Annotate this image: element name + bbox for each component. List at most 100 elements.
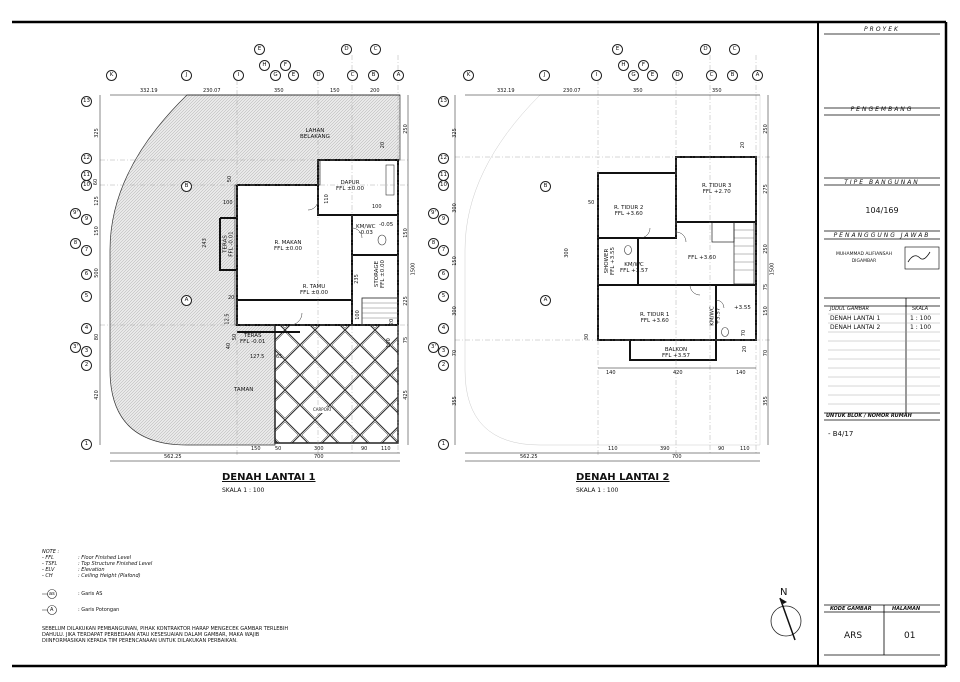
dim: 250 bbox=[762, 244, 769, 254]
dim: 200 bbox=[370, 88, 380, 94]
grid-bubble: B bbox=[727, 70, 738, 81]
dim: 40 bbox=[226, 342, 233, 350]
dim: 100 bbox=[223, 200, 233, 206]
section-mark: E bbox=[612, 44, 623, 55]
grid-bubble: 7 bbox=[81, 245, 92, 256]
dim: 300 bbox=[563, 248, 570, 258]
dim: 65 bbox=[276, 354, 283, 360]
plan1-kitchen-counter bbox=[385, 164, 395, 196]
grid-bubble: J bbox=[539, 70, 550, 81]
grid-bubble: F bbox=[638, 60, 649, 71]
tb-tipe-label: TIPE BANGUNAN bbox=[844, 179, 920, 186]
tb-row-skala: 1 : 100 bbox=[910, 324, 932, 331]
section-mark: D bbox=[341, 44, 352, 55]
dim: 355 bbox=[762, 396, 769, 406]
dim: 70 bbox=[741, 329, 748, 337]
note-row: - CH: Ceiling Height (Plafond) bbox=[42, 573, 141, 579]
tb-pengembang-label: PENGEMBANG bbox=[850, 106, 914, 113]
tb-penanggung-label: PENANGGUNG JAWAB bbox=[833, 232, 931, 239]
dim: 75 bbox=[403, 336, 410, 344]
note-row: - TSFL: Top Structure Finished Level bbox=[42, 561, 153, 567]
dim: 332.19 bbox=[140, 88, 158, 94]
dim: 150 bbox=[762, 306, 769, 316]
grid-bubble: 9' bbox=[428, 208, 439, 219]
grid-bubble: K bbox=[463, 70, 474, 81]
dim: 20 bbox=[380, 141, 387, 149]
grid-bubble: I bbox=[591, 70, 602, 81]
dim: 90 bbox=[361, 446, 368, 452]
dim: 1500 bbox=[410, 262, 417, 276]
tb-blok-label: UNTUK BLOK / NOMOR RUMAH bbox=[826, 413, 912, 419]
room-kmwc: KM/WC-0.03 bbox=[356, 224, 376, 236]
tb-halaman-value: 01 bbox=[904, 631, 916, 641]
plan-2 bbox=[454, 55, 770, 462]
grid-bubble: 5 bbox=[438, 291, 449, 302]
dim: 250 bbox=[762, 124, 769, 134]
dim: 50 bbox=[232, 333, 239, 341]
dim: 230.07 bbox=[563, 88, 581, 94]
tb-halaman-label: HALAMAN bbox=[892, 606, 921, 612]
dim: 30 bbox=[584, 333, 591, 341]
dim: 1500 bbox=[769, 262, 776, 276]
dim: 275 bbox=[762, 184, 769, 194]
plan1-scale: SKALA 1 : 100 bbox=[222, 487, 265, 494]
notes-header: NOTE : bbox=[42, 549, 60, 555]
dim: 50 bbox=[227, 175, 234, 183]
grid-bubble: C bbox=[706, 70, 717, 81]
kmwc3-level: +3.55 bbox=[734, 305, 751, 311]
note-row: - FFL: Floor Finished Level bbox=[42, 555, 132, 561]
dim: 355 bbox=[451, 396, 458, 406]
grid-bubble: A bbox=[393, 70, 404, 81]
dim: 562.25 bbox=[520, 454, 538, 460]
room-carport: CARPORT bbox=[313, 407, 332, 413]
grid-bubble: 9 bbox=[81, 214, 92, 225]
dim: 700 bbox=[672, 454, 682, 460]
plan2-walls bbox=[597, 156, 757, 361]
dim: 230.07 bbox=[203, 88, 221, 94]
tb-penanggung-name: MUHAMMAD ALIFIANSAH bbox=[835, 252, 893, 257]
tb-kode-value: ARS bbox=[844, 631, 863, 641]
section-mark: B bbox=[540, 181, 551, 192]
plan2-doors bbox=[639, 227, 725, 309]
dim: 75 bbox=[763, 283, 770, 291]
hall-level: FFL +3.60 bbox=[688, 255, 716, 261]
section-mark: A bbox=[181, 295, 192, 306]
grid-bubble: J bbox=[181, 70, 192, 81]
dim: 50 bbox=[275, 446, 282, 452]
dim: 250 bbox=[402, 124, 409, 134]
tb-kode-label: KODE GAMBAR bbox=[830, 606, 872, 612]
dim: 300 bbox=[451, 203, 458, 213]
dim: 350 bbox=[633, 88, 643, 94]
grid-bubble: A bbox=[752, 70, 763, 81]
dim: 332.19 bbox=[497, 88, 515, 94]
dim: 243 bbox=[201, 238, 208, 248]
grid-bubble: 4 bbox=[81, 323, 92, 334]
dim: 90 bbox=[718, 446, 725, 452]
room-kmwc-3: KM/WC+3.57 bbox=[709, 306, 722, 326]
section-mark: C bbox=[729, 44, 740, 55]
grid-bubble: 13 bbox=[438, 96, 449, 107]
tb-tipe-value: 104/169 bbox=[865, 206, 899, 215]
grid-bubble: C bbox=[347, 70, 358, 81]
legend-potongan-symbol: A bbox=[50, 607, 54, 613]
dim: 70 bbox=[763, 349, 770, 357]
dim: 150 bbox=[330, 88, 340, 94]
disclaimer: SEBELUM DILAKUKAN PEMBANGUNAN, PIHAK KON… bbox=[42, 626, 289, 644]
dim: 20 bbox=[228, 295, 235, 301]
dim: 12.5 bbox=[224, 313, 231, 325]
grid-bubble: D bbox=[313, 70, 324, 81]
plan-1 bbox=[99, 55, 410, 462]
plan2-grid-lines bbox=[455, 55, 770, 455]
dim: 110 bbox=[740, 446, 750, 452]
legend-potongan-text: : Garis Potongan bbox=[78, 607, 120, 613]
dim: 20 bbox=[742, 345, 749, 353]
dim: 125 bbox=[93, 196, 100, 206]
grid-bubble: 3 bbox=[81, 346, 92, 357]
grid-bubble: 3 bbox=[438, 346, 449, 357]
